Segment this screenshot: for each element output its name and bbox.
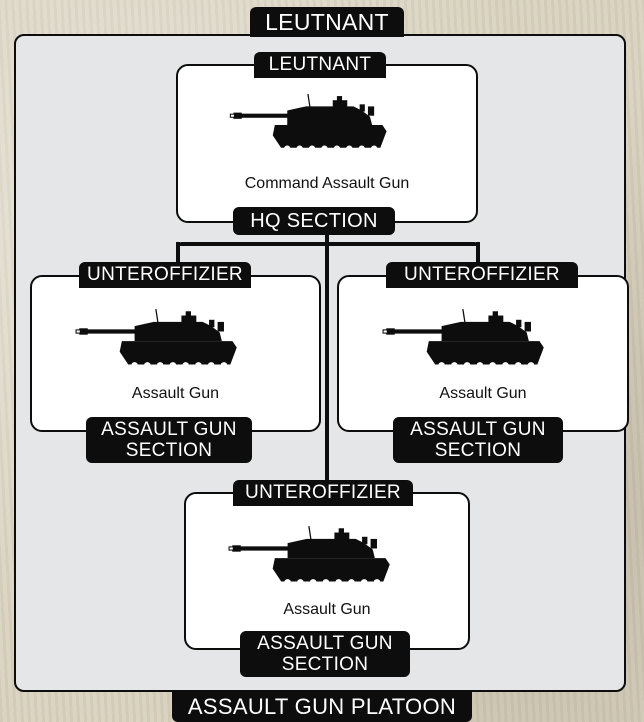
hq-vehicle-name: Command Assault Gun <box>244 175 410 192</box>
section-card-left: Assault Gun <box>30 275 321 432</box>
tank-silhouette-icon <box>229 94 388 153</box>
section-rank-label: UNTEROFFIZIER <box>386 262 578 288</box>
section-vehicle-name: Assault Gun <box>439 385 527 402</box>
connector-trunk <box>325 230 329 496</box>
section-type-label: ASSAULT GUN SECTION <box>240 631 410 677</box>
hq-rank-label: LEUTNANT <box>254 52 386 78</box>
section-card-right: Assault Gun <box>337 275 629 432</box>
section-type-line1: ASSAULT GUN <box>257 633 393 654</box>
connector-right-drop <box>476 242 480 268</box>
connector-left-drop <box>176 242 180 268</box>
section-type-label: ASSAULT GUN SECTION <box>86 417 252 463</box>
section-vehicle-name: Assault Gun <box>283 601 371 618</box>
platoon-name-label: ASSAULT GUN PLATOON <box>172 692 472 722</box>
section-type-line2: SECTION <box>434 440 522 461</box>
section-type-line1: ASSAULT GUN <box>410 419 546 440</box>
platoon-leader-label: LEUTNANT <box>250 7 404 37</box>
section-card-bottom: Assault Gun <box>184 492 470 650</box>
tank-silhouette-icon <box>75 309 238 370</box>
hq-card: Command Assault Gun <box>176 64 478 223</box>
section-type-line1: ASSAULT GUN <box>101 419 237 440</box>
section-type-line2: SECTION <box>281 654 369 675</box>
tank-silhouette-icon <box>228 526 391 587</box>
tank-silhouette-icon <box>382 309 545 370</box>
section-type-line2: SECTION <box>125 440 213 461</box>
hq-section-label: HQ SECTION <box>233 207 395 235</box>
connector-horizontal <box>178 242 478 246</box>
section-rank-label: UNTEROFFIZIER <box>79 262 251 288</box>
section-rank-label: UNTEROFFIZIER <box>233 480 413 506</box>
section-vehicle-name: Assault Gun <box>131 385 220 402</box>
section-type-label: ASSAULT GUN SECTION <box>393 417 563 463</box>
